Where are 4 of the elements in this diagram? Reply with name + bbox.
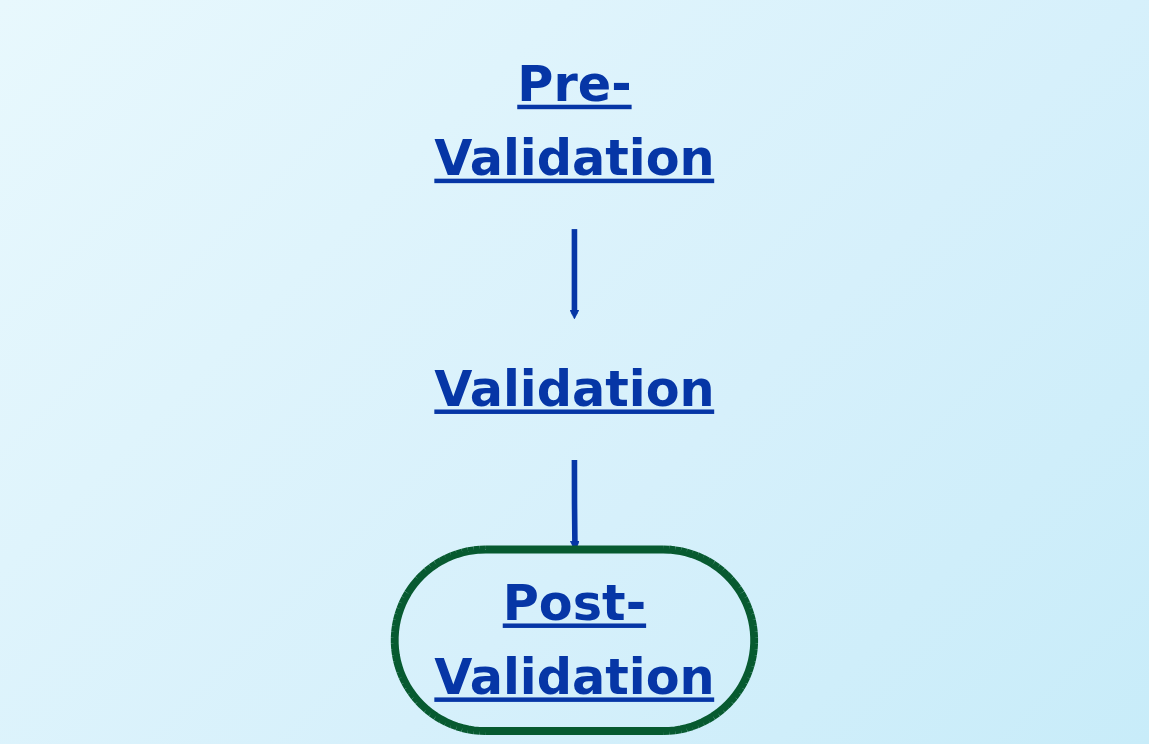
node-text: Validation — [434, 359, 715, 417]
node-text: Pre-Validation — [434, 54, 715, 187]
node-text: Post-Validation — [434, 573, 715, 705]
arrow — [569, 228, 580, 319]
